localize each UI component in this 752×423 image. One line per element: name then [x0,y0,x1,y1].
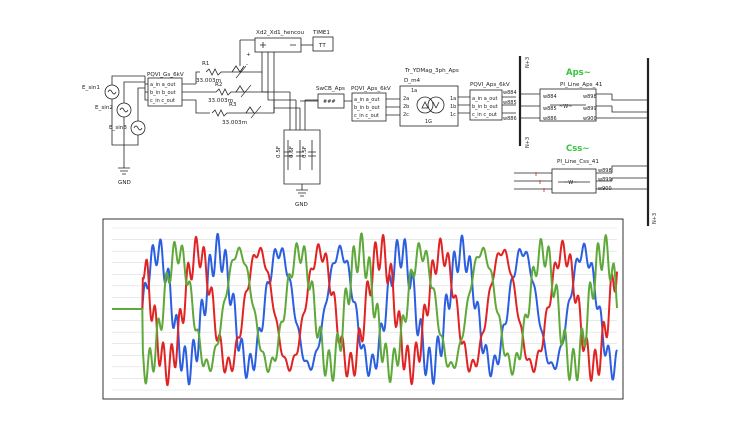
aps-right-2: w899 [583,106,597,112]
css-block-title: PI_Line_Css_41 [557,159,599,165]
series-line-2 [111,234,618,387]
pqvi-gs-port-b: b_in b_out [150,90,176,96]
css-line-box[interactable] [551,168,597,194]
aps-left-2: w885 [543,106,557,112]
tr-right-1a: 1a [450,96,456,102]
tr-right-1c: 1c [450,112,456,118]
r2-value: 33.003m [208,98,233,104]
css-right-1: w898 [598,168,612,174]
pqvi-out-port-a: a_in a_out [472,96,498,102]
pqvi-out-port-c: c_in c_out [472,112,497,118]
label-e-sin1: E_sin1 [82,85,100,91]
label-gnd-1: GND [118,180,131,186]
tr-left-2a: 2a [403,96,409,102]
aps-left-3: w886 [543,116,557,122]
r3-name: R3 [229,102,237,108]
cap-label-3: 0.5F [302,146,308,158]
source-e-sin1[interactable] [104,84,120,100]
aps-body: ~W~ [559,104,572,110]
pqvi-out-box[interactable] [469,89,503,121]
pqvi-aps-port-c: c_in c_out [354,113,379,119]
breaker-title: SwCB_Aps [316,86,345,92]
series-line-3 [111,232,618,385]
timer-title: TIME1 [312,30,330,36]
pqvi-out-port-b: b_in b_out [472,104,498,110]
css-body: ~W~ [564,180,577,186]
chart-series [111,232,618,387]
out-node-3: w886 [503,116,517,122]
source-e-sin2[interactable] [116,102,132,118]
tr-left-2c: 2c [403,112,409,118]
transformer-title: Tr_YDMag_3ph_Aps [404,68,459,74]
pqvi-aps-box[interactable] [351,92,387,122]
label-gnd-2: GND [295,202,308,208]
out-node-2: w885 [503,100,517,106]
transformer-box[interactable] [399,85,459,127]
r3-value: 33.003m [222,120,247,126]
transformer-subtitle: D_m4 [404,78,421,84]
pqvi-aps-title: PQVI_Aps_6kV [351,86,391,92]
aps-left-1: w884 [543,94,557,100]
tr-left-1a: 1a [411,88,417,94]
source-e-sin3[interactable] [130,120,146,136]
schematic-labels: E_sin1 E_sin2 E_sin3 GND GND PQVI_Gs_6kV… [82,30,658,224]
pqvi-gs-title: PQVI_Gs_6kV [147,72,184,78]
aps-right-1: w898 [583,94,597,100]
pqvi-aps-port-b: b_in b_out [354,105,380,111]
css-label: Css~ [566,144,589,154]
label-e-sin2: E_sin2 [95,105,113,111]
label-e-sin3: E_sin3 [109,125,127,131]
bus-label-2: N+3 [525,137,531,148]
tr-bottom: 1G [425,119,432,125]
tr-left-2b: 2b [403,104,409,110]
pqvi-gs-box[interactable] [147,77,183,107]
r1-value: 33.003m [196,78,221,84]
out-node-1: w884 [503,90,517,96]
r2-name: R2 [215,82,222,88]
waveform-chart [102,218,624,400]
cap-label-1: 0.5F [276,146,282,158]
switch-plus: + [246,52,251,58]
aps-block-title: PI_Line_Aps_41 [560,82,603,88]
css-right-2: w899 [598,177,612,183]
timer-block[interactable] [312,36,334,52]
aps-label: Aps~ [566,68,591,78]
bus-label-3: N+3 [652,213,658,224]
cap-label-2: 0.5F [289,146,295,158]
aps-right-3: w900 [583,116,597,122]
bus-label-1: N+3 [525,57,531,68]
schematic [104,36,650,226]
timer-value: TT [318,43,326,49]
breaker-body: ### [323,99,336,105]
pqvi-gs-port-c: c_in c_out [150,98,175,104]
r1-name: R1 [202,61,210,67]
pqvi-aps-port-a: a_in a_out [354,97,380,103]
switch-title: Xd2_Xd1_hencou [256,30,305,36]
series-line-1 [111,232,618,386]
switch-minus: - [246,62,248,68]
pqvi-gs-port-a: a_in a_out [150,82,176,88]
tr-right-1b: 1b [450,104,456,110]
css-right-3: w900 [598,186,612,192]
pqvi-out-title: PQVI_Aps_6kV [470,82,510,88]
